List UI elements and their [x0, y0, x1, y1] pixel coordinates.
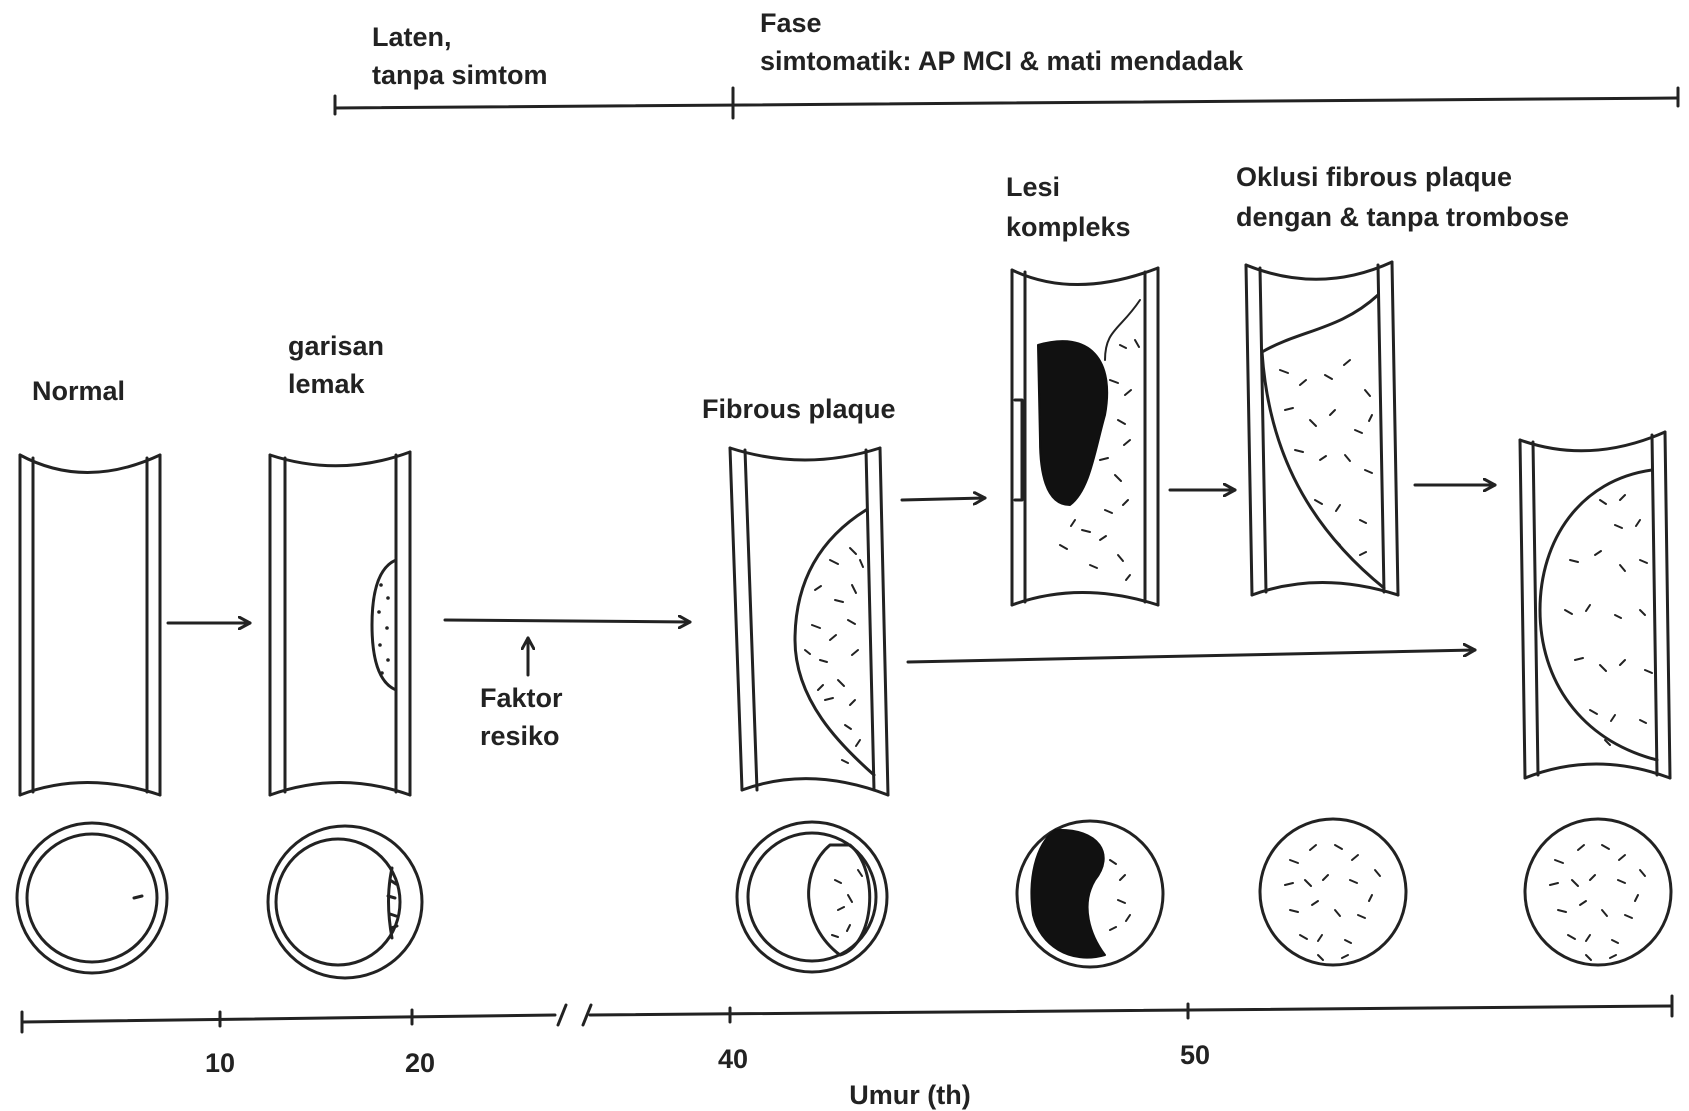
symptomatic-phase-label: Fase simtomatik: AP MCI & mati mendadak [760, 8, 1244, 76]
complex-lesion-cross-section [1017, 821, 1163, 967]
risk-factor-group: Faktor resiko [445, 620, 690, 751]
risk-factor-label: Faktor resiko [480, 683, 570, 751]
fatty-streak-dots [377, 583, 390, 675]
occlusion-cross-section [1260, 819, 1406, 965]
occlusion-texture [1280, 360, 1372, 555]
symptomatic-phase-line-2: simtomatik: AP MCI & mati mendadak [760, 46, 1244, 76]
fatty-streak-line-2: lemak [288, 369, 366, 399]
phase-timeline: Laten, tanpa simtom Fase simtomatik: AP … [335, 8, 1678, 118]
fatty-streak-vessel-longitudinal [270, 452, 410, 795]
arrow-fibrous-to-complex [902, 498, 985, 500]
fibrous-plaque-label: Fibrous plaque [702, 394, 896, 424]
occlusion-line-2: dengan & tanpa trombose [1236, 202, 1569, 232]
age-tick-40: 40 [718, 1044, 748, 1074]
complex-lesion-line-1: Lesi [1006, 172, 1060, 202]
fibrous-plaque-texture [805, 548, 863, 763]
symptomatic-phase-line-1: Fase [760, 8, 822, 38]
age-axis: 10 20 40 50 Umur (th) [22, 996, 1672, 1110]
arrow-fibrous-to-final-occlusion [908, 650, 1475, 662]
complex-lesion-label: Lesi kompleks [1006, 172, 1131, 242]
final-vessel-longitudinal [1520, 432, 1670, 778]
occlusion-vessel-longitudinal [1246, 262, 1398, 595]
latent-phase-line-1: Laten, [372, 22, 452, 52]
stage-final-occlusion [1520, 432, 1671, 965]
fibrous-plaque-cross-section [737, 822, 887, 972]
stage-complex-lesion: Lesi kompleks [1006, 172, 1163, 967]
stage-fibrous-plaque: Fibrous plaque [702, 394, 896, 972]
latent-phase-line-2: tanpa simtom [372, 60, 548, 90]
stage-normal: Normal [17, 376, 167, 973]
latent-phase-label: Laten, tanpa simtom [372, 22, 548, 90]
complex-lesion-line-2: kompleks [1006, 212, 1131, 242]
age-tick-50: 50 [1180, 1040, 1210, 1070]
fatty-streak-line-1: garisan [288, 331, 384, 361]
final-cross-section [1525, 819, 1671, 965]
age-tick-10: 10 [205, 1048, 235, 1078]
fibrous-plaque-line-1: Fibrous plaque [702, 394, 896, 424]
fibrous-plaque-vessel-longitudinal [730, 448, 888, 795]
normal-vessel-longitudinal [20, 455, 160, 795]
normal-vessel-cross-section [17, 823, 167, 973]
risk-factor-line-2: resiko [480, 721, 560, 751]
stage-fatty-streak: garisan lemak [268, 331, 422, 978]
age-tick-20: 20 [405, 1048, 435, 1078]
occlusion-line-1: Oklusi fibrous plaque [1236, 162, 1512, 192]
fatty-streak-label: garisan lemak [288, 331, 392, 399]
fatty-streak-vessel-cross-section [268, 826, 422, 978]
normal-label: Normal [32, 376, 125, 406]
stage-occlusion: Oklusi fibrous plaque dengan & tanpa tro… [1236, 162, 1569, 965]
risk-factor-line-1: Faktor [480, 683, 563, 713]
age-axis-label: Umur (th) [849, 1080, 970, 1110]
normal-label-line-1: Normal [32, 376, 125, 406]
occlusion-label: Oklusi fibrous plaque dengan & tanpa tro… [1236, 162, 1569, 232]
final-texture [1565, 495, 1652, 745]
complex-lesion-thrombus [1038, 341, 1107, 505]
